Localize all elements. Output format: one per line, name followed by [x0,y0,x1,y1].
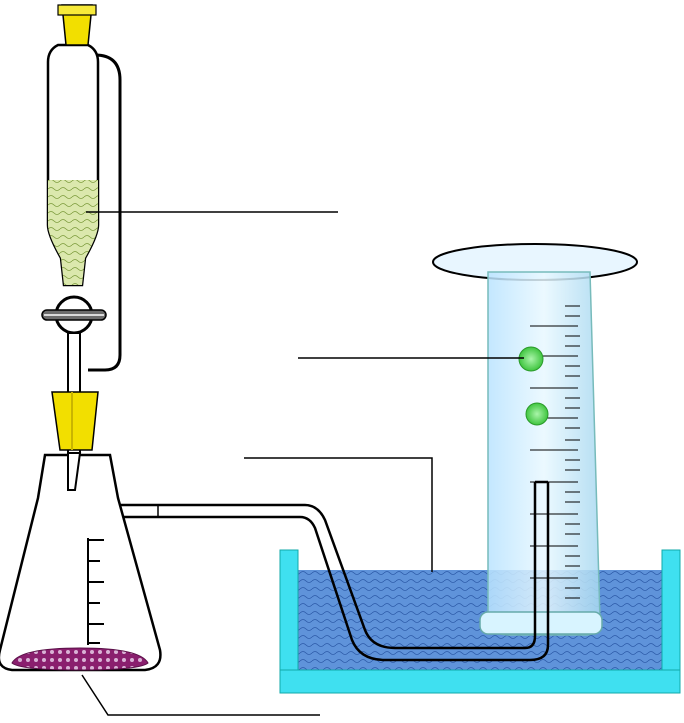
delivery-tube-icon [118,480,550,662]
leader-line-water [244,457,433,572]
conical-flask-icon [0,453,162,672]
separatory-funnel-icon [41,4,122,491]
gas-bubble [518,346,544,372]
flask-graduations [87,538,104,645]
gas-bubble [525,402,549,426]
measuring-cylinder-icon [432,243,638,636]
label-leader-lines [81,211,524,716]
leader-line-solid [81,674,320,716]
